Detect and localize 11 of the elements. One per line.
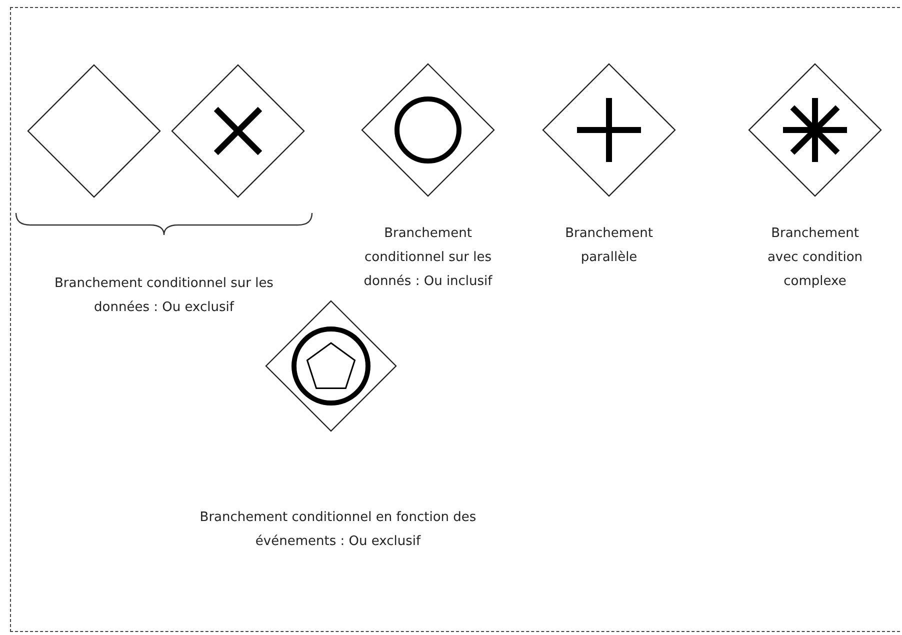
gateway-caption: Branchement conditionnel en fonction des événements : Ou exclusif [198, 509, 478, 551]
gateway-diamond [266, 301, 396, 431]
gateway-diamond [28, 65, 160, 197]
gateway-caption: Branchement conditionnel sur les donnés : Ou inclusif [363, 225, 493, 291]
gateway-diamond [543, 64, 675, 196]
gateway-caption: Branchement parallèle [564, 225, 654, 267]
gateway-diamond [172, 65, 304, 197]
gateway-diamond [749, 64, 881, 196]
gateway-caption: Branchement avec condition complexe [766, 225, 864, 291]
gateway-diamond [362, 64, 494, 196]
gateway-caption: Branchement conditionnel sur les données : Ou exclusif [54, 275, 274, 317]
